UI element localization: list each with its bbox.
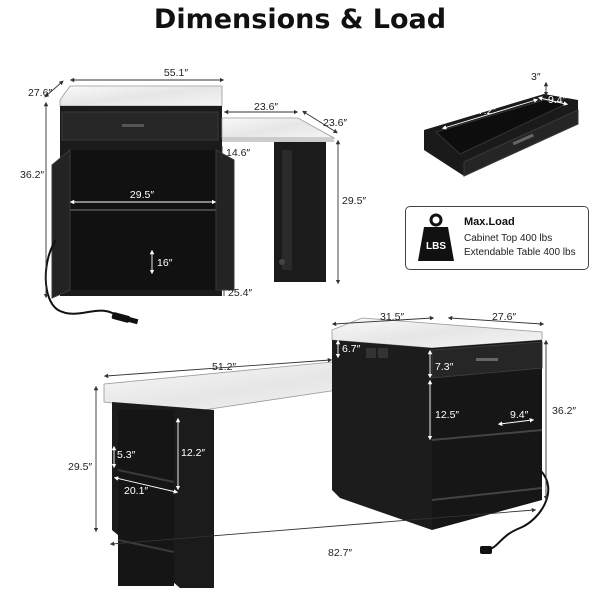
dim-drawer-depth: 9.4″ bbox=[548, 94, 567, 106]
dim-table-length: 51.2″ bbox=[212, 361, 236, 373]
dim-cab-height: 36.2″ bbox=[552, 405, 576, 417]
weight-icon: LBS bbox=[418, 213, 454, 261]
dim-cab-width: 31.5″ bbox=[380, 311, 404, 323]
top-extension-table bbox=[221, 117, 336, 282]
dim-top-depth: 27.6″ bbox=[28, 87, 52, 99]
dim-leg-width: 20.1″ bbox=[124, 485, 148, 497]
load-cabinet-top: Cabinet Top 400 lbs bbox=[464, 233, 553, 244]
dim-outlet-height: 6.7″ bbox=[342, 343, 361, 355]
dim-drawer-height: 3″ bbox=[531, 71, 541, 83]
dim-leg-gap: 5.3″ bbox=[117, 449, 136, 461]
dim-inner-width: 29.5″ bbox=[130, 189, 154, 201]
dim-top-height: 36.2″ bbox=[20, 169, 44, 181]
dim-cab-drawer: 7.3″ bbox=[435, 361, 454, 373]
dim-cab-shelf: 12.5″ bbox=[435, 409, 459, 421]
max-load-panel: LBS Max.Load Cabinet Top 400 lbs Extenda… bbox=[405, 206, 589, 270]
bottom-inner-dimension-lines bbox=[111, 339, 535, 494]
dim-ext-depth: 23.6″ bbox=[323, 117, 347, 129]
dim-shelf-height: 16″ bbox=[157, 257, 173, 269]
top-dimension-lines bbox=[43, 77, 341, 299]
dim-ext-width: 23.6″ bbox=[254, 101, 278, 113]
page-title: Dimensions & Load bbox=[153, 4, 447, 35]
dim-drawer-gap: 14.6″ bbox=[226, 147, 250, 159]
desk-cabinet bbox=[331, 317, 550, 554]
dim-drawer-length: 27.2″ bbox=[472, 105, 496, 117]
drawer-dimension-lines bbox=[441, 96, 569, 130]
dim-cab-depth: 27.6″ bbox=[492, 311, 516, 323]
dim-desk-height: 29.5″ bbox=[68, 461, 92, 473]
dim-top-width: 55.1″ bbox=[164, 67, 188, 79]
dim-table-leg: 25.4″ bbox=[228, 287, 252, 299]
dim-table-height: 29.5″ bbox=[342, 195, 366, 207]
top-inner-dimension-lines bbox=[69, 199, 217, 275]
drawer-illustration bbox=[424, 94, 579, 177]
load-title: Max.Load bbox=[464, 216, 515, 228]
bottom-dimension-lines bbox=[93, 315, 549, 547]
load-extendable-table: Extendable Table 400 lbs bbox=[464, 247, 576, 258]
weight-icon-label: LBS bbox=[426, 241, 446, 252]
dim-total-length: 82.7″ bbox=[328, 547, 352, 559]
dim-cab-shelf-depth: 9.4″ bbox=[510, 409, 529, 421]
top-cabinet bbox=[44, 85, 235, 325]
dim-leg-shelf: 12.2″ bbox=[181, 447, 205, 459]
